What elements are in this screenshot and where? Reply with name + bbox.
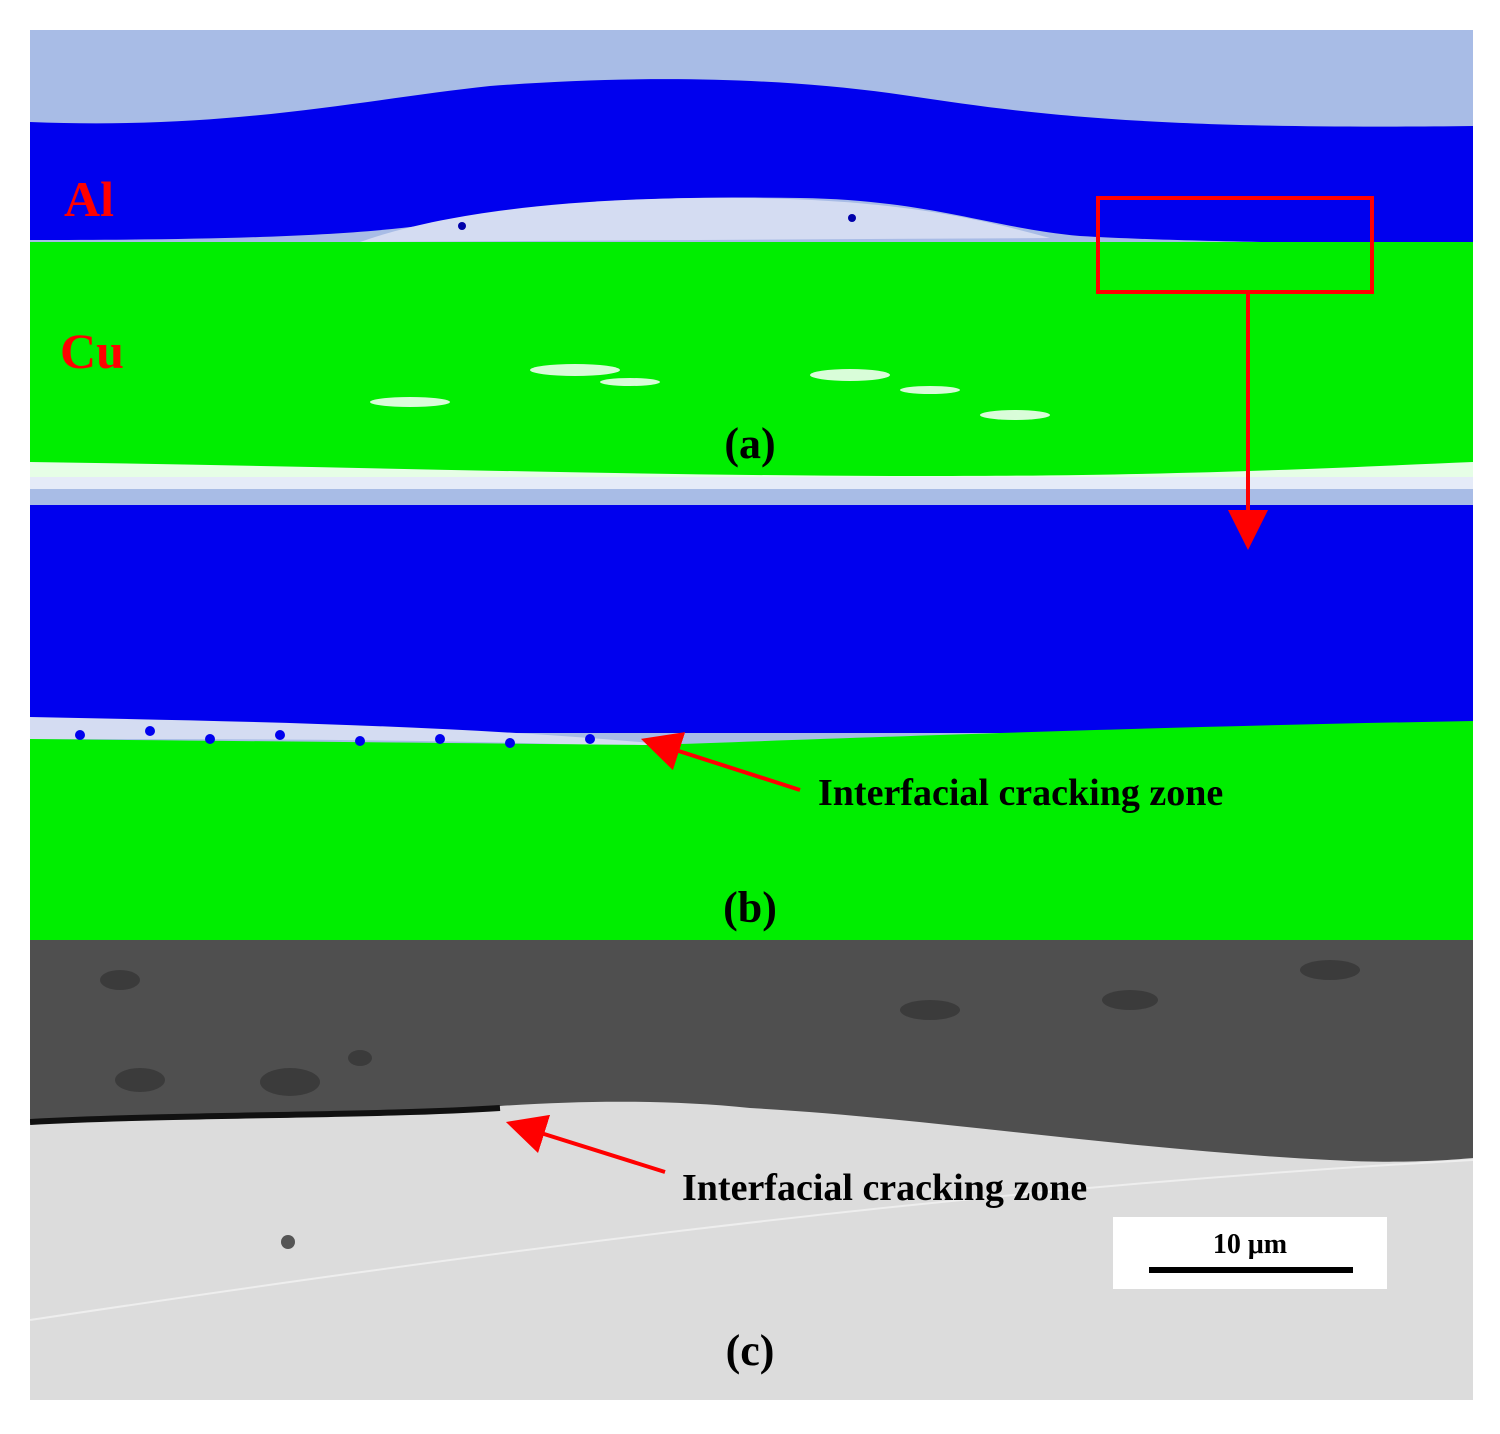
panel-b-crack-annotation: Interfacial cracking zone bbox=[818, 772, 1224, 814]
al-voids bbox=[100, 960, 1360, 1096]
interface-particles bbox=[75, 726, 595, 748]
cu-region bbox=[30, 1101, 1473, 1400]
panel-c-crack-annotation: Interfacial cracking zone bbox=[682, 1167, 1088, 1209]
cu-label: Cu bbox=[60, 323, 124, 379]
scale-bar-box: 10 μm bbox=[1113, 1217, 1387, 1289]
crack-line bbox=[30, 1105, 501, 1125]
panel-a-label: (a) bbox=[724, 419, 776, 468]
al-label: Al bbox=[64, 171, 114, 227]
cu-streaks bbox=[370, 364, 1050, 420]
al-layer bbox=[30, 505, 1473, 733]
panel-b-phase-map bbox=[30, 477, 1473, 940]
panel-b-simulation: (b) Interfacial cracking zone bbox=[30, 477, 1473, 940]
interface-gap bbox=[30, 717, 650, 747]
cu-layer bbox=[30, 721, 1473, 940]
panel-a-phase-map bbox=[30, 30, 1473, 477]
panel-c-sem: Interfacial cracking zone 10 μm (c) bbox=[30, 940, 1473, 1400]
panel-c-label: (c) bbox=[725, 1326, 775, 1375]
panel-c-micrograph bbox=[30, 940, 1473, 1400]
interface-gap bbox=[360, 197, 1050, 242]
panel-b-label: (b) bbox=[723, 883, 777, 932]
panel-a-simulation: Al Cu (a) bbox=[30, 30, 1473, 477]
scale-bar-label: 10 μm bbox=[1212, 1229, 1288, 1260]
scale-bar bbox=[1149, 1267, 1353, 1273]
